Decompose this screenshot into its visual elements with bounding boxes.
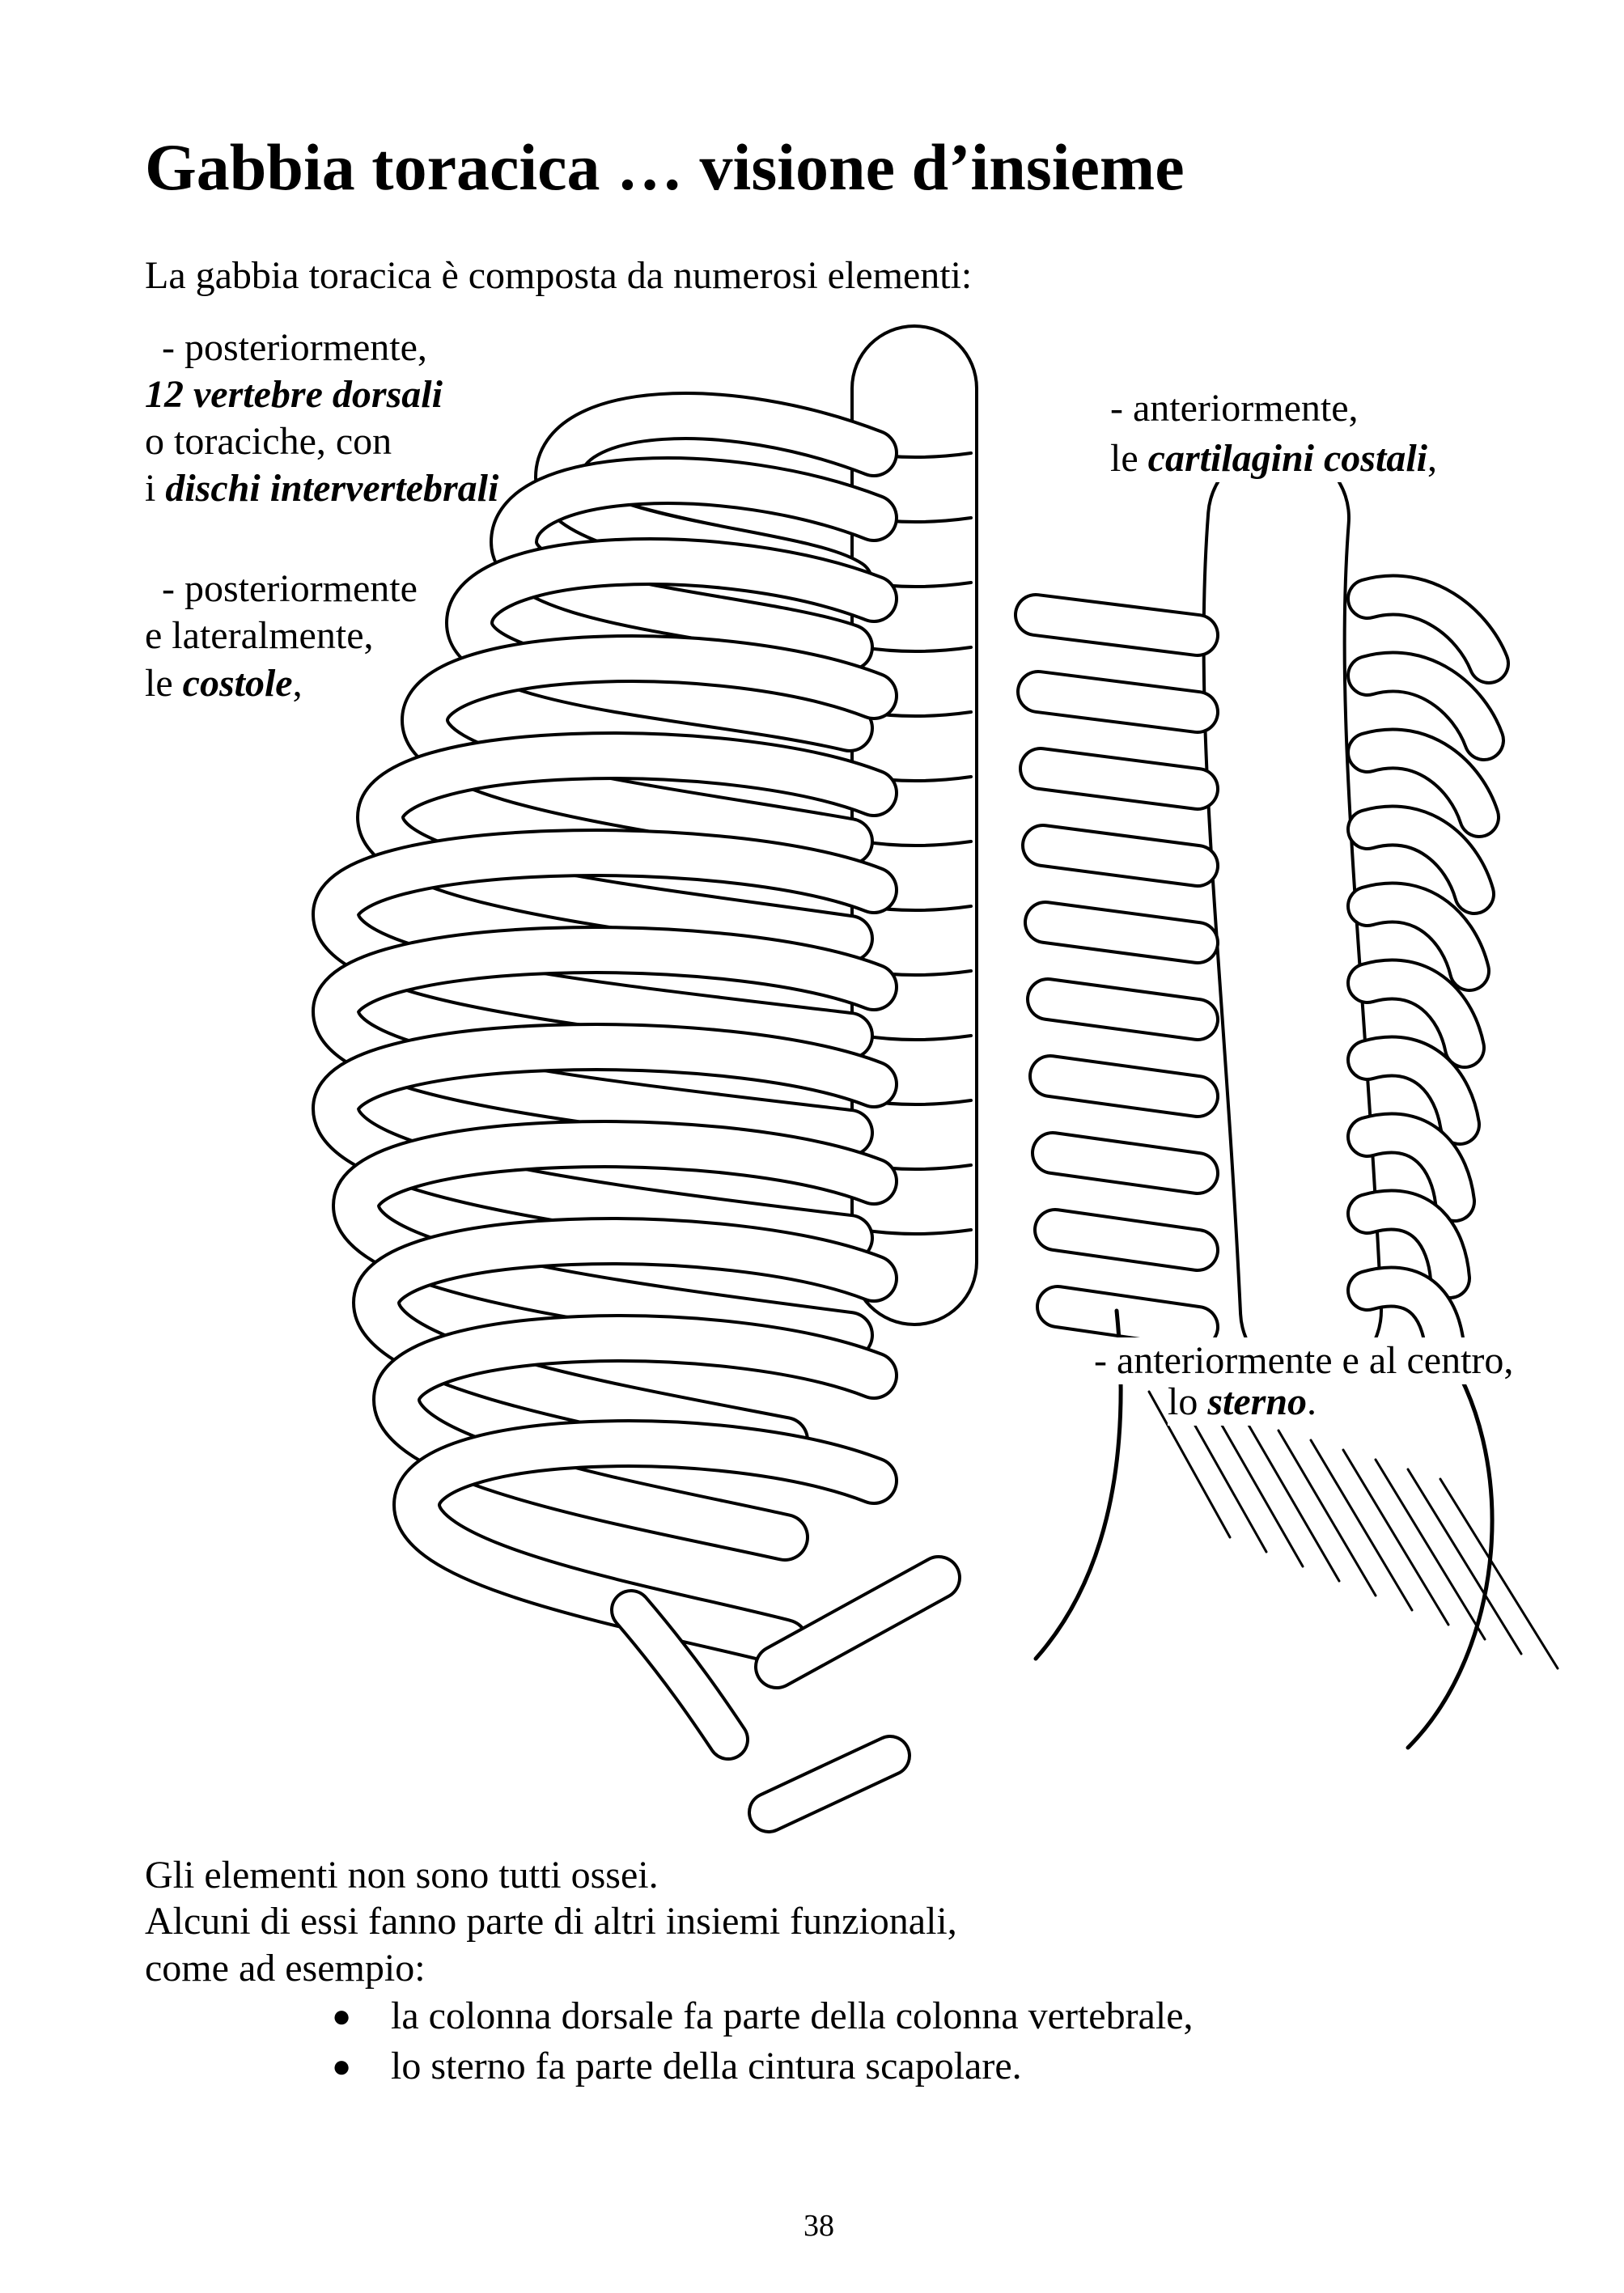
- costal-cartilage-fill: [1032, 1057, 1216, 1115]
- rib-fill: [493, 460, 895, 668]
- muscle-line: [1277, 1429, 1377, 1597]
- closing-line-2: Alcuni di essi fanno parte di altri insi…: [145, 1900, 957, 1943]
- prefix: le: [1110, 437, 1148, 480]
- right-costal-cartilage-fill: [1350, 884, 1487, 989]
- right-costal-cartilage-fill: [1350, 654, 1502, 758]
- prefix: le: [145, 662, 183, 705]
- costal-cartilage-fill: [1024, 827, 1216, 884]
- bullet-icon: ●: [332, 1998, 352, 2034]
- costole-line-1: - posteriormente: [162, 567, 418, 610]
- vertebre-line-4: i dischi intervertebrali: [145, 465, 498, 512]
- costole-line-3: le costole,: [145, 660, 303, 707]
- costal-cartilage-fill: [1029, 981, 1216, 1038]
- suffix: ,: [292, 662, 303, 705]
- closing-line-1: Gli elementi non sono tutti ossei.: [145, 1854, 659, 1897]
- right-costal-cartilage-fill: [1350, 961, 1482, 1066]
- bullet-item: lo sterno fa parte della cintura scapola…: [391, 2045, 1022, 2087]
- right-costal-cartilage-fill: [1350, 577, 1507, 681]
- dischi-term: dischi intervertebrali: [165, 467, 499, 510]
- cartilagini-line-1: - anteriormente,: [1110, 385, 1359, 432]
- rib-fill: [359, 735, 895, 960]
- costal-cartilage-fill: [1020, 673, 1216, 731]
- vertebre-line-3: o toraciche, con: [145, 420, 392, 463]
- bullet-item: la colonna dorsale fa parte della colonn…: [391, 1994, 1194, 2037]
- sternum-fill: [1205, 449, 1380, 1380]
- page-number: 38: [804, 2209, 834, 2243]
- right-costal-cartilage-fill: [1350, 1192, 1468, 1296]
- rib-fill: [335, 1123, 895, 1356]
- rib-fill: [404, 638, 895, 863]
- rib-fill: [375, 1317, 895, 1558]
- costal-cartilage-fill: [1034, 1134, 1216, 1192]
- closing-line-3: come ad esempio:: [145, 1947, 426, 1990]
- muscle-line: [1374, 1458, 1486, 1641]
- rib-fill: [315, 832, 895, 1057]
- muscle-line: [1342, 1448, 1450, 1626]
- cartilagini-term: cartilagini costali: [1147, 437, 1427, 480]
- rib-fill: [315, 1026, 895, 1259]
- vertebre-line-1: - posteriormente,: [162, 326, 427, 369]
- costal-cartilage-fill: [1017, 596, 1216, 654]
- costal-cartilage-fill: [1022, 750, 1216, 807]
- right-costal-cartilage-fill: [1350, 1115, 1473, 1219]
- page-title: Gabbia toracica … visione d’insieme: [145, 130, 1185, 204]
- suffix: .: [1307, 1380, 1317, 1423]
- suffix: ,: [1427, 437, 1437, 480]
- right-costal-cartilage-fill: [1350, 1038, 1478, 1142]
- intervertebral-disc-line: [860, 1228, 973, 1236]
- bullet-icon: ●: [332, 2048, 352, 2084]
- costole-line-2: e lateralmente,: [145, 614, 374, 657]
- right-costal-arch: [1406, 1341, 1495, 1750]
- rib-fill: [448, 540, 895, 749]
- cartilagini-line-2: le cartilagini costali,: [1110, 435, 1437, 482]
- muscle-line: [1147, 1390, 1232, 1539]
- muscle-line: [1245, 1419, 1341, 1583]
- sterno-term: sterno: [1207, 1380, 1308, 1423]
- floating-rib-fill: [613, 1592, 746, 1757]
- intro-text: La gabbia toracica è composta da numeros…: [145, 254, 973, 297]
- sterno-line-1: - anteriormente e al centro,: [1094, 1337, 1514, 1384]
- rib-fill: [315, 929, 895, 1154]
- costole-term: costole: [182, 662, 293, 705]
- right-costal-cartilage-fill: [1350, 807, 1492, 912]
- rib-fill: [355, 1220, 895, 1461]
- sterno-line-2: lo sterno.: [1168, 1379, 1317, 1426]
- muscle-line: [1212, 1409, 1304, 1568]
- prefix: lo: [1168, 1380, 1208, 1423]
- muscle-line: [1439, 1477, 1559, 1670]
- vertebre-line-2: 12 vertebre dorsali: [145, 373, 443, 416]
- prefix: i: [145, 467, 166, 510]
- right-costal-cartilage-fill: [1350, 731, 1497, 835]
- muscle-line: [1180, 1400, 1268, 1553]
- muscle-line: [1406, 1468, 1523, 1655]
- costal-cartilage-fill: [1027, 904, 1216, 961]
- floating-rib-fill: [751, 1738, 908, 1830]
- floating-rib-fill: [757, 1558, 958, 1686]
- costal-cartilage-fill: [1039, 1288, 1216, 1346]
- costal-cartilage-fill: [1037, 1211, 1216, 1269]
- muscle-line: [1309, 1439, 1414, 1612]
